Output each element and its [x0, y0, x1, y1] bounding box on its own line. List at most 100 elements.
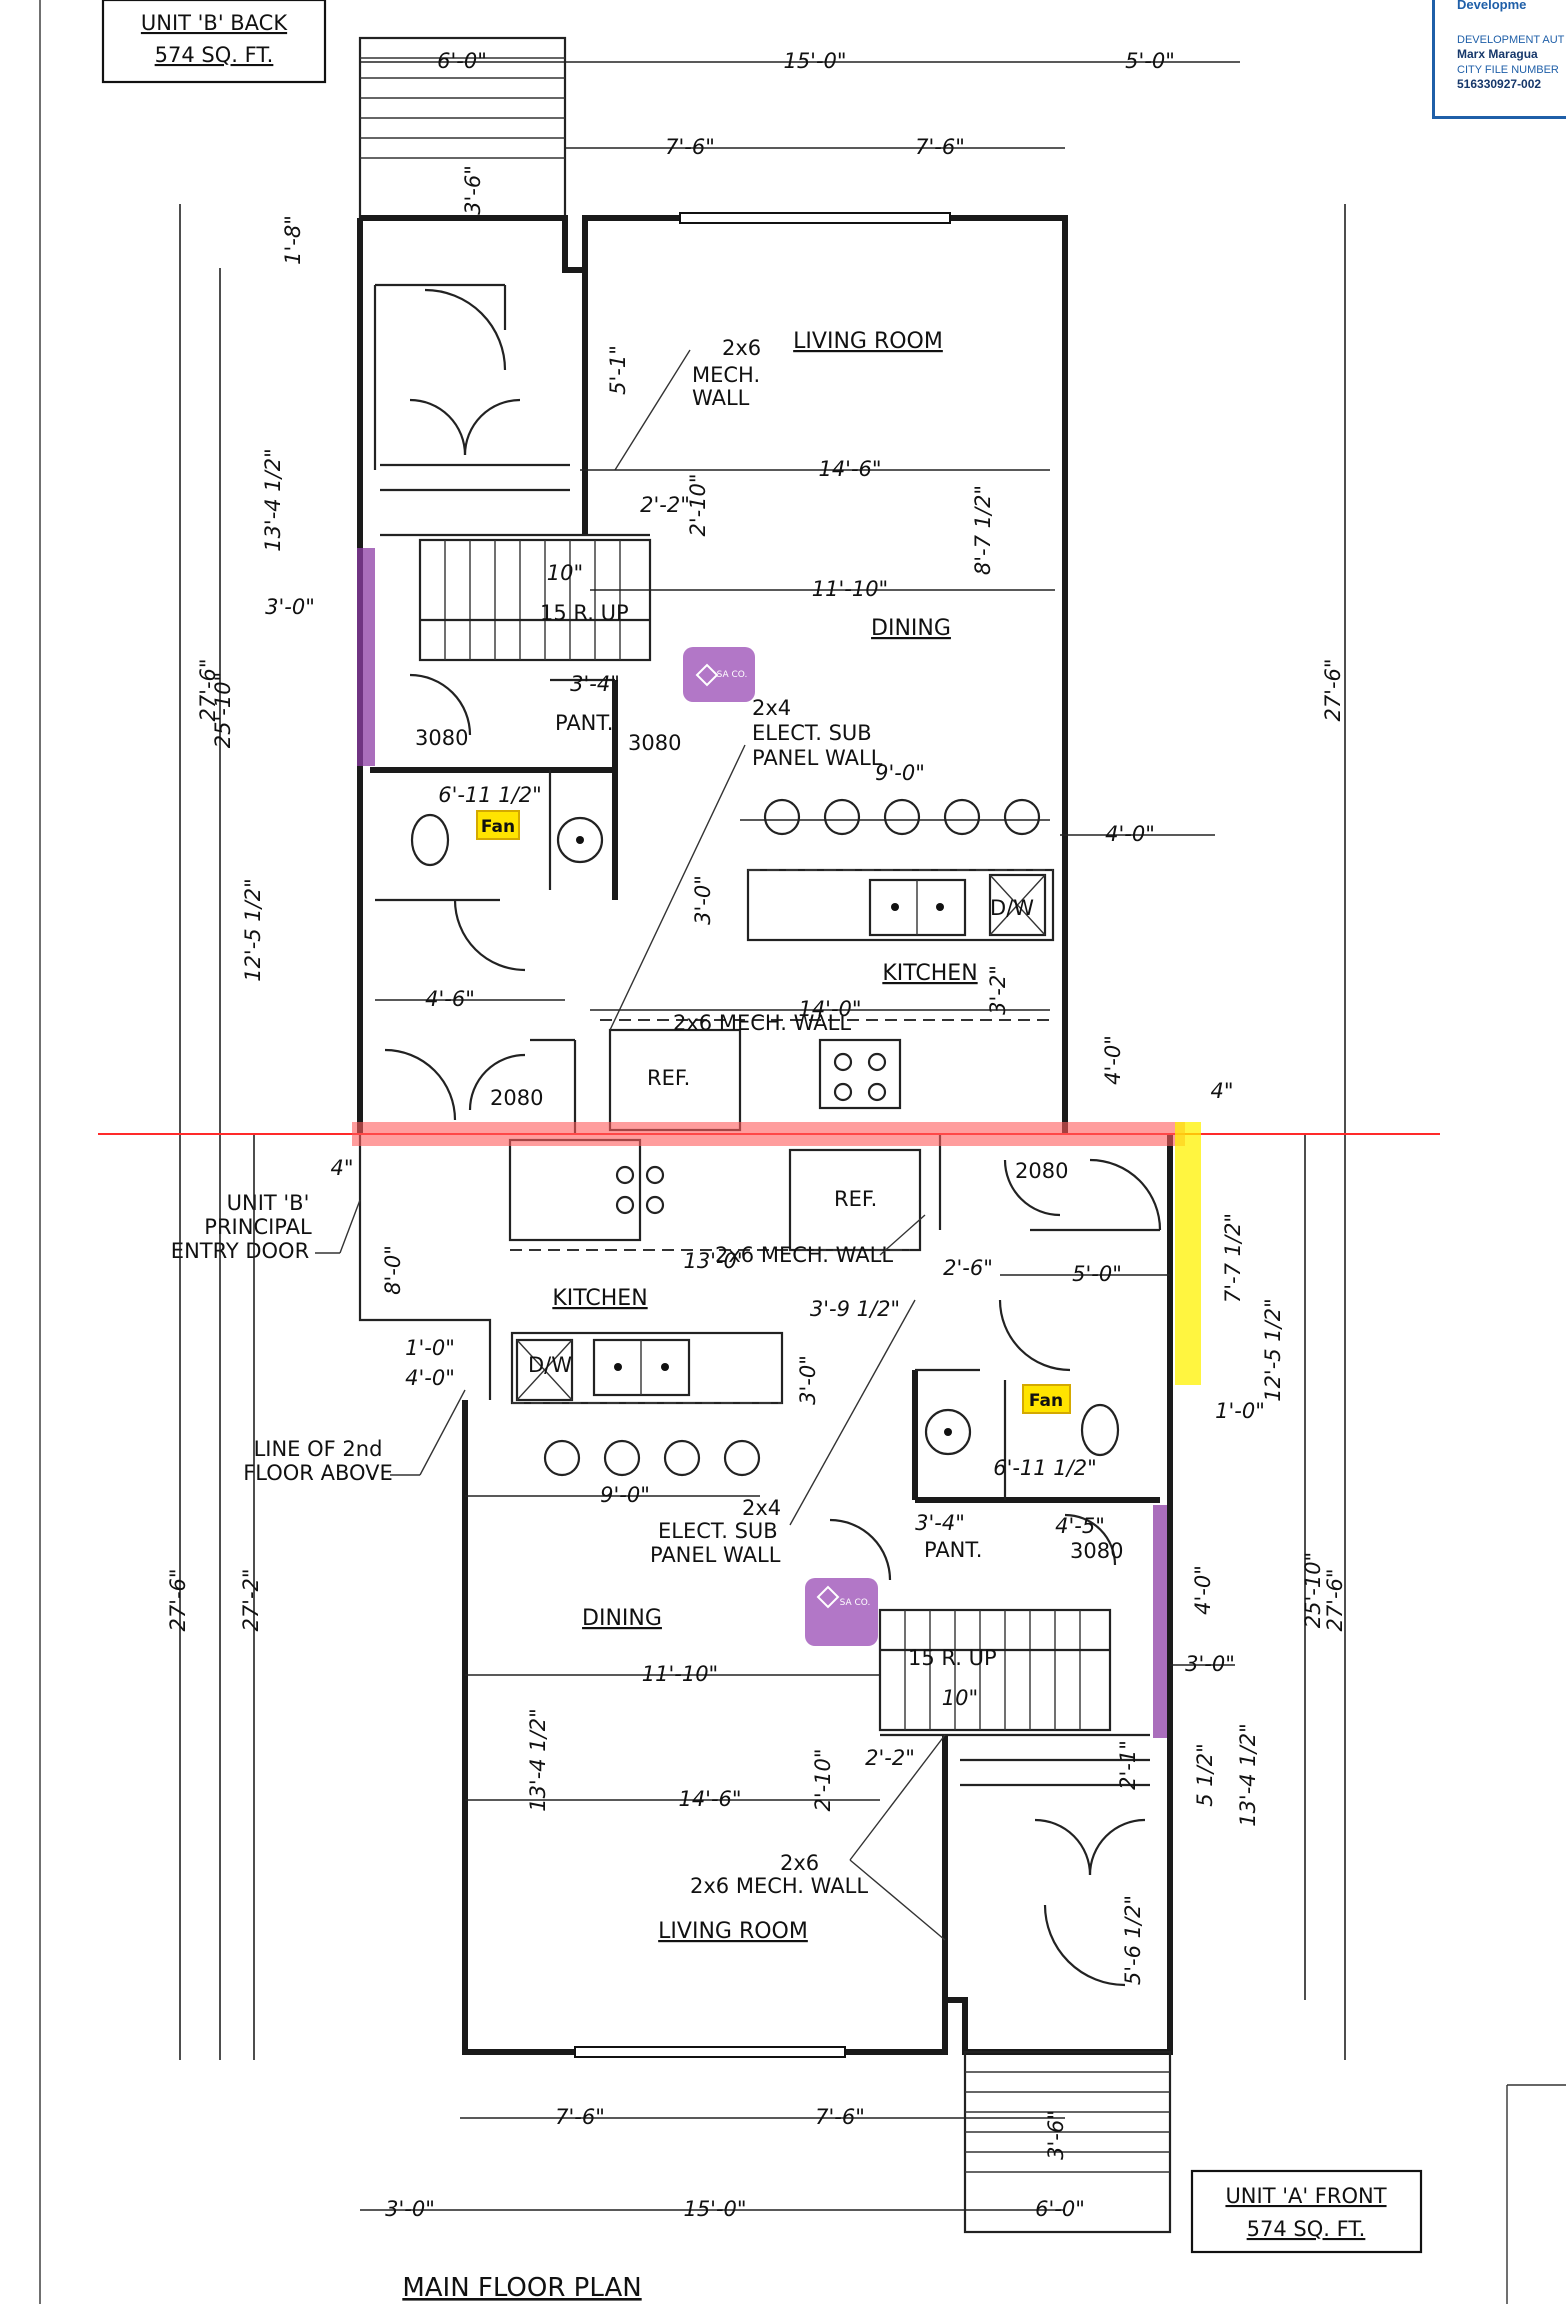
dim-a-3-0r: 3'-0"	[1185, 1652, 1235, 1676]
dim-b-3-2: 3'-2"	[986, 965, 1010, 1015]
dim-a-27-6-right: 27'-6"	[1323, 1568, 1347, 1631]
dim-a-27-6: 27'-6"	[166, 1568, 190, 1631]
unit-a-title: UNIT 'A' FRONT	[1225, 2184, 1386, 2208]
dw-a-label: D/W	[528, 1353, 572, 1377]
kitchen-b-label: KITCHEN	[882, 961, 977, 986]
dim-a-13-1h: 13'-4 1/2"	[526, 1708, 550, 1812]
kitchen-a-label: KITCHEN	[552, 1286, 647, 1311]
dim-a-7-6b: 7'-6"	[815, 2105, 865, 2129]
sa-co-marker-a	[805, 1578, 878, 1646]
dim-a-1-0s: 1'-0"	[405, 1336, 455, 1360]
elect-sub-b-l1: 2x4	[752, 696, 791, 720]
dim-b-3-0v: 3'-0"	[691, 875, 715, 925]
dim-a-6-11h: 6'-11 1/2"	[993, 1456, 1097, 1480]
stamp-file-number: 516330927-002	[1457, 77, 1542, 91]
dim-a-4-0v: 4'-0"	[1191, 1565, 1215, 1615]
plan-title: MAIN FLOOR PLAN	[402, 2273, 641, 2303]
development-approval-stamp: Developme DEVELOPMENT AUT Marx Maragua C…	[1432, 0, 1566, 119]
mech-wall-b-l2: MECH.	[692, 363, 760, 387]
dim-a-8-0: 8'-0"	[381, 1245, 405, 1295]
dimension-lines	[179, 61, 1346, 2211]
dim-a-25-0: 25'-10"	[1301, 1552, 1325, 1628]
dim-a-1-1: 2'-1"	[1116, 1740, 1140, 1790]
dim-b-7-6b: 7'-6"	[915, 135, 965, 159]
dim-a-2-2: 2'-2"	[865, 1746, 915, 1770]
dim-a-7-7h: 7'-7 1/2"	[1221, 1213, 1245, 1303]
dim-b-25-10: 25'-10"	[211, 672, 235, 748]
mech-wall-a-l1: 2x6	[780, 1851, 819, 1875]
dim-b-2-10: 2'-10"	[686, 473, 710, 536]
elect-sub-a-l2: ELECT. SUB	[658, 1519, 778, 1543]
dim-b-5-0: 5'-0"	[1125, 49, 1175, 73]
dim-b-4-0v: 4'-0"	[1101, 1035, 1125, 1085]
dim-a-10in: 10"	[942, 1686, 978, 1710]
door-b-3080b: 3080	[628, 731, 681, 755]
dim-a-5-0: 5'-0"	[1072, 1262, 1122, 1286]
dim-b-12-5h: 12'-5 1/2"	[241, 878, 265, 982]
unit-a-tag: UNIT 'A' FRONT 574 SQ. FT.	[1190, 2169, 1423, 2254]
dim-a-15-0: 15'-0"	[683, 2197, 746, 2221]
stamp-file-label: CITY FILE NUMBER	[1457, 64, 1559, 76]
dim-a-4-0: 4'-0"	[405, 1366, 455, 1390]
dim-b-3-4: 3'-4"	[570, 672, 620, 696]
dim-b-6-0: 6'-0"	[437, 49, 487, 73]
principal-entry-l1: UNIT 'B'	[227, 1191, 310, 1215]
door-a-2080: 2080	[1015, 1159, 1068, 1183]
dim-b-27-6-right: 27'-6"	[1321, 658, 1345, 721]
dim-a-27-2: 27'-2"	[239, 1568, 263, 1631]
dim-b-15-0: 15'-0"	[783, 49, 846, 73]
dim-a-4-5: 4'-5"	[1055, 1514, 1105, 1538]
dim-b-6-11h: 6'-11 1/2"	[438, 783, 542, 807]
line-2nd-floor-l2: FLOOR ABOVE	[243, 1461, 393, 1485]
ref-b-label: REF.	[647, 1066, 690, 1090]
unit-a-walls: Fan SA CO.	[358, 1134, 1173, 2234]
dim-b-14-6: 14'-6"	[818, 457, 881, 481]
unit-b-tag: UNIT 'B' BACK 574 SQ. FT.	[101, 0, 327, 84]
principal-entry-l3: ENTRY DOOR	[171, 1239, 309, 1263]
stairs-a-label: 15 R. UP	[908, 1646, 997, 1670]
stamp-officer-name: Marx Maragua	[1457, 47, 1538, 61]
fan-marker-a	[1022, 1384, 1071, 1414]
line-2nd-floor-l1: LINE OF 2nd	[254, 1437, 383, 1461]
dim-b-13-4h: 13'-4 1/2"	[261, 448, 285, 552]
living-room-a-label: LIVING ROOM	[658, 1919, 808, 1944]
dim-a-6-0: 6'-0"	[1035, 2197, 1085, 2221]
dim-4in-left: 4"	[330, 1156, 353, 1180]
pantry-b-label: PANT.	[555, 711, 613, 735]
door-b-3080: 3080	[415, 726, 468, 750]
wall-highlight-purple-b	[357, 548, 375, 766]
mech-wall-b-l3: WALL	[692, 386, 750, 410]
pantry-a-label: PANT.	[924, 1538, 982, 1562]
mech-wall-b-l1: 2x6	[722, 336, 761, 360]
dim-a-11-10: 11'-10"	[642, 1662, 718, 1686]
dim-b-14-0: 14'-0"	[798, 997, 861, 1021]
principal-entry-l2: PRINCIPAL	[204, 1215, 312, 1239]
living-room-b-label: LIVING ROOM	[793, 329, 943, 354]
dim-a-3-0: 3'-0"	[385, 2197, 435, 2221]
dim-a-3-9h: 3'-9 1/2"	[810, 1297, 900, 1321]
dim-a-5h: 5 1/2"	[1193, 1743, 1217, 1807]
dim-b-27-6: 27'-6"	[196, 658, 220, 721]
dim-b-3-0: 3'-0"	[265, 595, 315, 619]
unit-b-area: 574 SQ. FT.	[155, 43, 274, 67]
dim-b-4-6: 4'-6"	[425, 987, 475, 1011]
dim-b-4-0: 4'-0"	[1105, 822, 1155, 846]
elect-sub-a-l1: 2x4	[742, 1496, 781, 1520]
dim-b-2-2: 2'-2"	[640, 493, 690, 517]
wall-highlight-purple-a	[1153, 1505, 1167, 1738]
sa-co-marker-b	[683, 647, 755, 702]
stamp-header: Developme	[1457, 0, 1527, 12]
dim-b-8-7h: 8'-7 1/2"	[971, 485, 995, 575]
wall-highlight-yellow	[1175, 1122, 1201, 1385]
dim-b-7-6a: 7'-6"	[665, 135, 715, 159]
unit-b-title: UNIT 'B' BACK	[141, 11, 288, 35]
sa-co-label-b: SA CO.	[717, 670, 748, 680]
elect-sub-b-l2: ELECT. SUB	[752, 721, 872, 745]
dim-b-5-1: 5'-1"	[606, 345, 630, 395]
stamp-development-label: DEVELOPMENT AUT	[1457, 34, 1565, 46]
mech-wall-a-l2: 2x6 MECH. WALL	[690, 1874, 868, 1898]
dim-a-12-5h: 12'-5 1/2"	[1261, 1298, 1285, 1402]
stairs-b-label: 15 R. UP	[540, 601, 629, 625]
dim-a-7-6a: 7'-6"	[555, 2105, 605, 2129]
door-b-2080: 2080	[490, 1086, 543, 1110]
